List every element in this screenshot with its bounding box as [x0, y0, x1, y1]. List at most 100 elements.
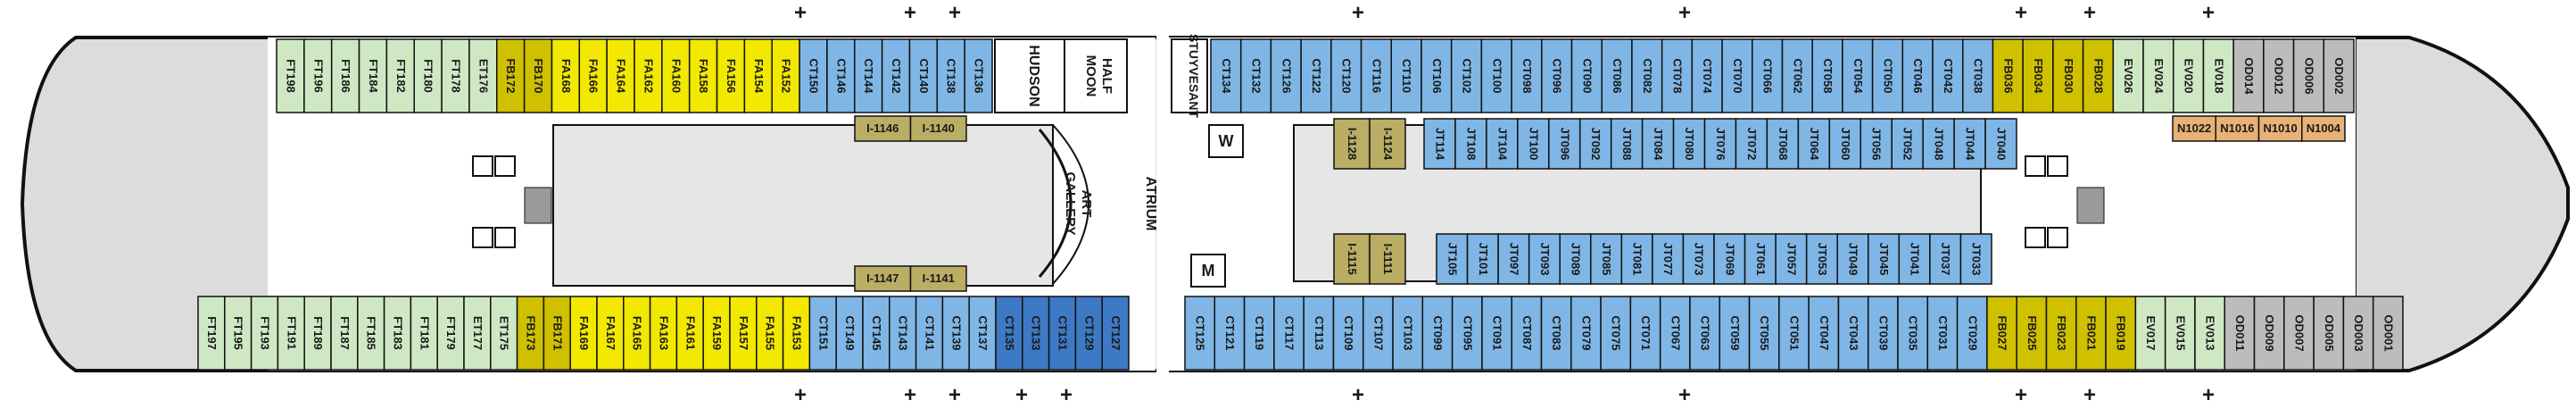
- cabin-FT196[interactable]: [303, 38, 333, 113]
- cabin-FB034[interactable]: [2022, 38, 2054, 113]
- cabin-JT089[interactable]: [1559, 233, 1592, 285]
- cabin-FA165[interactable]: [623, 296, 651, 371]
- cabin-JT084[interactable]: [1641, 118, 1675, 170]
- cabin-CT046[interactable]: [1901, 38, 1934, 113]
- cabin-FA168[interactable]: [551, 38, 581, 113]
- cabin-CT131[interactable]: [1048, 296, 1077, 371]
- cabin-FT189[interactable]: [303, 296, 332, 371]
- cabin-JT072[interactable]: [1735, 118, 1768, 170]
- cabin-FA169[interactable]: [569, 296, 598, 371]
- cabin-JT100[interactable]: [1517, 118, 1550, 170]
- cabin-CT117[interactable]: [1273, 296, 1305, 371]
- cabin-CT090[interactable]: [1570, 38, 1603, 113]
- cabin-CT047[interactable]: [1808, 296, 1840, 371]
- cabin-JT068[interactable]: [1766, 118, 1800, 170]
- cabin-CT106[interactable]: [1421, 38, 1453, 113]
- cabin-OD009[interactable]: [2253, 296, 2285, 371]
- cabin-CT038[interactable]: [1962, 38, 1994, 113]
- cabin-CT087[interactable]: [1511, 296, 1543, 371]
- cabin-CT083[interactable]: [1540, 296, 1572, 371]
- cabin-ET177[interactable]: [463, 296, 492, 371]
- cabin-CT082[interactable]: [1631, 38, 1663, 113]
- cabin-FA161[interactable]: [675, 296, 704, 371]
- cabin-CT075[interactable]: [1600, 296, 1632, 371]
- cabin-N1004[interactable]: [2301, 115, 2346, 142]
- cabin-CT063[interactable]: [1689, 296, 1721, 371]
- cabin-CT100[interactable]: [1480, 38, 1512, 113]
- cabin-EV018[interactable]: [2202, 38, 2234, 113]
- cabin-OD005[interactable]: [2313, 296, 2345, 371]
- cabin-CT113[interactable]: [1303, 296, 1335, 371]
- cabin-CT144[interactable]: [854, 38, 883, 113]
- cabin-CT109[interactable]: [1332, 296, 1364, 371]
- cabin-JT073[interactable]: [1682, 233, 1715, 285]
- cabin-JT096[interactable]: [1548, 118, 1581, 170]
- cabin-CT031[interactable]: [1926, 296, 1959, 371]
- cabin-CT137[interactable]: [968, 296, 997, 371]
- cabin-JT085[interactable]: [1590, 233, 1623, 285]
- cabin-JT069[interactable]: [1713, 233, 1746, 285]
- cabin-CT066[interactable]: [1752, 38, 1784, 113]
- cabin-OD006[interactable]: [2292, 38, 2325, 113]
- cabin-EV024[interactable]: [2142, 38, 2174, 113]
- cabin-FA167[interactable]: [596, 296, 625, 371]
- cabin-JT064[interactable]: [1797, 118, 1831, 170]
- cabin-CT135[interactable]: [995, 296, 1023, 371]
- cabin-N1016[interactable]: [2215, 115, 2260, 142]
- cabin-JT037[interactable]: [1929, 233, 1962, 285]
- cabin-JT105[interactable]: [1436, 233, 1469, 285]
- cabin-JT077[interactable]: [1652, 233, 1685, 285]
- cabin-FT198[interactable]: [276, 38, 305, 113]
- cabin-CT134[interactable]: [1210, 38, 1242, 113]
- cabin-CT136[interactable]: [964, 38, 993, 113]
- cabin-CT086[interactable]: [1601, 38, 1633, 113]
- cabin-CT059[interactable]: [1719, 296, 1751, 371]
- cabin-CT055[interactable]: [1748, 296, 1780, 371]
- cabin-JT088[interactable]: [1610, 118, 1644, 170]
- cabin-JT076[interactable]: [1703, 118, 1737, 170]
- cabin-CT099[interactable]: [1421, 296, 1454, 371]
- cabin-JT048[interactable]: [1922, 118, 1955, 170]
- cabin-JT097[interactable]: [1497, 233, 1530, 285]
- cabin-CT110[interactable]: [1390, 38, 1422, 113]
- cabin-FB028[interactable]: [2082, 38, 2115, 113]
- cabin-FT191[interactable]: [277, 296, 305, 371]
- cabin-CT127[interactable]: [1101, 296, 1130, 371]
- cabin-CT078[interactable]: [1661, 38, 1694, 113]
- cabin-FT178[interactable]: [441, 38, 470, 113]
- cabin-CT133[interactable]: [1022, 296, 1050, 371]
- cabin-FA157[interactable]: [729, 296, 758, 371]
- cabin-JT060[interactable]: [1828, 118, 1862, 170]
- cabin-FA162[interactable]: [634, 38, 663, 113]
- cabin-EV026[interactable]: [2112, 38, 2144, 113]
- cabin-EV015[interactable]: [2164, 296, 2196, 371]
- cabin-FA158[interactable]: [688, 38, 718, 113]
- cabin-CT043[interactable]: [1837, 296, 1869, 371]
- cabin-CT058[interactable]: [1811, 38, 1843, 113]
- cabin-I-1141[interactable]: [909, 265, 967, 292]
- cabin-CT140[interactable]: [908, 38, 939, 113]
- cabin-JT092[interactable]: [1578, 118, 1612, 170]
- cabin-JT056[interactable]: [1860, 118, 1893, 170]
- cabin-FA164[interactable]: [606, 38, 635, 113]
- cabin-FB170[interactable]: [523, 38, 553, 113]
- cabin-JT114[interactable]: [1423, 118, 1456, 170]
- cabin-CT122[interactable]: [1300, 38, 1332, 113]
- cabin-JT044[interactable]: [1953, 118, 1986, 170]
- cabin-FT180[interactable]: [413, 38, 443, 113]
- cabin-CT120[interactable]: [1330, 38, 1363, 113]
- cabin-JT108[interactable]: [1454, 118, 1487, 170]
- cabin-FB172[interactable]: [496, 38, 526, 113]
- cabin-JT041[interactable]: [1898, 233, 1931, 285]
- cabin-I-1140[interactable]: [909, 115, 967, 142]
- cabin-FT193[interactable]: [250, 296, 279, 371]
- cabin-FT179[interactable]: [436, 296, 465, 371]
- cabin-CT103[interactable]: [1392, 296, 1424, 371]
- cabin-CT119[interactable]: [1243, 296, 1275, 371]
- cabin-FB023[interactable]: [2045, 296, 2077, 371]
- cabin-I-1111[interactable]: [1369, 233, 1406, 285]
- cabin-FA154[interactable]: [743, 38, 773, 113]
- cabin-N1022[interactable]: [2172, 115, 2216, 142]
- cabin-EV013[interactable]: [2194, 296, 2225, 371]
- cabin-OD007[interactable]: [2283, 296, 2315, 371]
